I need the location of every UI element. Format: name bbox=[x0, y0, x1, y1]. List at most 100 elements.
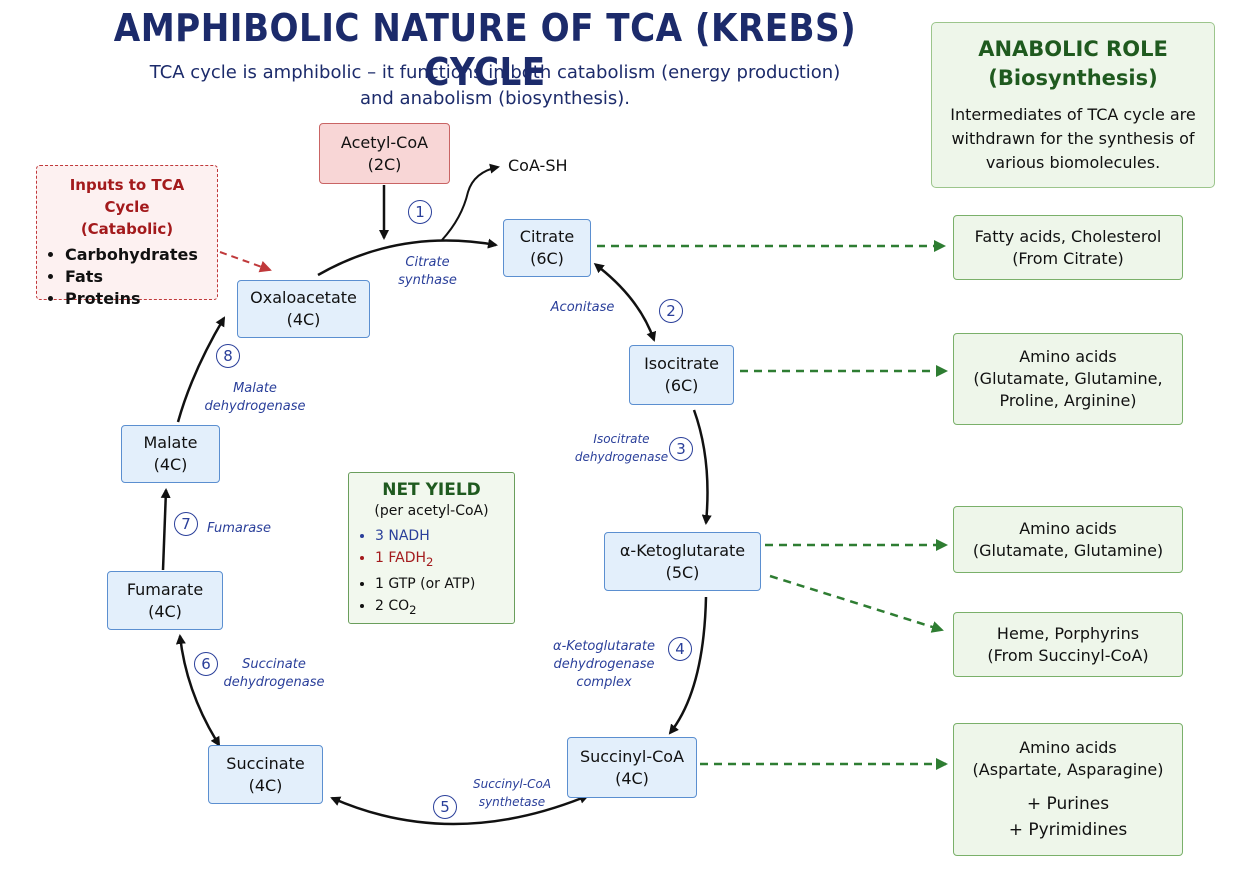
malate-name: Malate bbox=[143, 433, 198, 452]
enzyme-citrate-synthase: Citrate synthase bbox=[385, 254, 470, 290]
product-label-line: Amino acids bbox=[1019, 518, 1117, 538]
product-label-line: + Pyrimidines bbox=[1008, 819, 1128, 840]
coa-sh-label: CoA-SH bbox=[508, 156, 568, 175]
succinyl-coa-name: Succinyl-CoA bbox=[579, 746, 685, 766]
succinyl-coa-box: Succinyl-CoA (4C) bbox=[567, 737, 697, 798]
enzyme-label-line: Isocitrate bbox=[593, 432, 650, 446]
akg-to-heme-arrow bbox=[769, 574, 944, 633]
isocitrate-box: Isocitrate (6C) bbox=[629, 345, 734, 405]
net-yield-box: NET YIELD (per acetyl-CoA) 3 NADH 1 FADH… bbox=[348, 472, 515, 624]
succinyl-coa-carbons: (4C) bbox=[615, 768, 649, 788]
akg-box: α-Ketoglutarate (5C) bbox=[604, 532, 761, 591]
product-label-line: Fatty acids, Cholesterol bbox=[974, 226, 1162, 246]
enzyme-label-line: dehydrogenase bbox=[223, 675, 325, 690]
net-yield-co2: 2 CO2 bbox=[375, 595, 504, 621]
acetyl-coa-carbons: (2C) bbox=[367, 154, 402, 174]
fumarate-name: Fumarate bbox=[126, 579, 204, 599]
isocitrate-name: Isocitrate bbox=[644, 354, 719, 373]
co2-subscript: 2 bbox=[409, 602, 417, 617]
oxaloacetate-name: Oxaloacetate bbox=[250, 288, 357, 307]
succinate-fumarate-arrow bbox=[175, 634, 221, 747]
anabolic-text-line-1: Intermediates of TCA cycle are bbox=[950, 105, 1196, 124]
fumarate-box: Fumarate (4C) bbox=[107, 571, 223, 630]
product-label-line: + Purines bbox=[1026, 793, 1110, 814]
fumarate-carbons: (4C) bbox=[148, 601, 182, 621]
inputs-title: Inputs to TCA Cycle (Catabolic) bbox=[47, 174, 207, 240]
enzyme-isocitrate-dehydrogenase: Isocitrate dehydrogenase bbox=[569, 430, 674, 466]
acetyl-coa-box: Acetyl-CoA (2C) bbox=[319, 123, 450, 184]
anabolic-text-line-2: withdrawn for the synthesis of bbox=[951, 129, 1195, 148]
akg-carbons: (5C) bbox=[665, 562, 700, 582]
net-yield-gtp: 1 GTP (or ATP) bbox=[375, 573, 504, 595]
net-yield-fadh2: 1 FADH2 bbox=[375, 547, 504, 573]
fadh2-subscript: 2 bbox=[426, 554, 434, 569]
product-label-line: Proline, Arginine) bbox=[999, 391, 1137, 410]
inputs-box: Inputs to TCA Cycle (Catabolic) Carbohyd… bbox=[36, 165, 218, 308]
subtitle-line-1: TCA cycle is amphibolic – it functions i… bbox=[149, 62, 841, 83]
citrate-carbons: (6C) bbox=[530, 249, 564, 268]
page-title: AMPHIBOLIC NATURE OF TCA (KREBS) CYCLE bbox=[113, 6, 857, 94]
input-item: Proteins bbox=[65, 288, 207, 310]
akg-to-succinyl-coa-arrow bbox=[668, 596, 708, 735]
citrate-box: Citrate (6C) bbox=[503, 219, 591, 277]
enzyme-label-line: Citrate bbox=[405, 255, 450, 270]
step-8-badge: 8 bbox=[216, 344, 240, 368]
malate-box: Malate (4C) bbox=[121, 425, 220, 483]
enzyme-succinate-dehydrogenase: Succinate dehydrogenase bbox=[220, 656, 328, 692]
enzyme-succinyl-coa-synthetase: Succinyl-CoA synthetase bbox=[462, 775, 562, 811]
product-heme-porphyrins-box: Heme, Porphyrins (From Succinyl-CoA) bbox=[953, 612, 1183, 677]
inputs-title-line-2: (Catabolic) bbox=[80, 220, 174, 238]
enzyme-label-line: dehydrogenase bbox=[553, 657, 655, 672]
subtitle-line-2: and anabolism (biosynthesis). bbox=[359, 88, 631, 109]
akg-name: α-Ketoglutarate bbox=[619, 540, 746, 560]
enzyme-label-line: synthase bbox=[398, 273, 457, 288]
product-label-line: Amino acids bbox=[1019, 347, 1117, 366]
product-amino-acids-aspartate-box: Amino acids (Aspartate, Asparagine) + Pu… bbox=[953, 723, 1183, 856]
succinate-name: Succinate bbox=[226, 753, 305, 773]
oxaloacetate-carbons: (4C) bbox=[286, 310, 321, 329]
succinate-box: Succinate (4C) bbox=[208, 745, 323, 804]
enzyme-akg-dehydrogenase-complex: α-Ketoglutarate dehydrogenase complex bbox=[545, 638, 663, 692]
oxaloacetate-box: Oxaloacetate (4C) bbox=[237, 280, 370, 338]
product-label-line: (From Succinyl-CoA) bbox=[987, 645, 1149, 665]
step-3-badge: 3 bbox=[669, 437, 693, 461]
inputs-title-line-1: Inputs to TCA Cycle bbox=[69, 176, 185, 216]
input-item: Carbohydrates bbox=[65, 244, 207, 266]
step-2-badge: 2 bbox=[659, 299, 683, 323]
citrate-isocitrate-arrow bbox=[593, 263, 657, 342]
enzyme-label-line: Succinate bbox=[242, 657, 306, 672]
nadh-text: 3 NADH bbox=[375, 528, 430, 544]
anabolic-title-line-2: (Biosynthesis) bbox=[988, 66, 1158, 90]
product-label-line: (From Citrate) bbox=[1012, 248, 1124, 268]
enzyme-label-line: dehydrogenase bbox=[574, 450, 669, 464]
enzyme-label-line: Malate bbox=[233, 381, 277, 396]
inputs-to-oxaloacetate-arrow bbox=[219, 251, 272, 273]
anabolic-text-line-3: various biomolecules. bbox=[985, 153, 1161, 172]
step-4-badge: 4 bbox=[668, 637, 692, 661]
malate-to-oxaloacetate-arrow bbox=[176, 316, 226, 423]
anabolic-role-box: ANABOLIC ROLE (Biosynthesis) Intermediat… bbox=[931, 22, 1215, 188]
succinate-carbons: (4C) bbox=[248, 775, 283, 795]
enzyme-label-line: Succinyl-CoA bbox=[472, 777, 552, 791]
step-1-badge: 1 bbox=[408, 200, 432, 224]
product-label-line: Heme, Porphyrins bbox=[996, 623, 1140, 643]
product-amino-acids-glutamate-proline-box: Amino acids (Glutamate, Glutamine, Proli… bbox=[953, 333, 1183, 425]
acetyl-coa-name: Acetyl-CoA bbox=[340, 132, 429, 152]
product-label-line: (Aspartate, Asparagine) bbox=[972, 759, 1164, 779]
net-yield-title: NET YIELD bbox=[382, 480, 481, 500]
enzyme-malate-dehydrogenase: Malate dehydrogenase bbox=[200, 380, 310, 416]
enzyme-label-line: α-Ketoglutarate bbox=[553, 639, 655, 654]
product-fatty-acids-box: Fatty acids, Cholesterol (From Citrate) bbox=[953, 215, 1183, 280]
oxaloacetate-to-citrate-arrow bbox=[317, 238, 498, 277]
step-5-badge: 5 bbox=[433, 795, 457, 819]
product-label-line: (Glutamate, Glutamine) bbox=[972, 540, 1164, 560]
anabolic-role-text: Intermediates of TCA cycle are withdrawn… bbox=[950, 103, 1196, 175]
product-label-line: (Glutamate, Glutamine, bbox=[973, 369, 1163, 388]
product-amino-acids-glutamate-box: Amino acids (Glutamate, Glutamine) bbox=[953, 506, 1183, 573]
input-item: Fats bbox=[65, 266, 207, 288]
coa-sh-release-arrow bbox=[441, 163, 500, 241]
fumarate-to-malate-arrow bbox=[160, 488, 171, 571]
enzyme-label-line: synthetase bbox=[478, 795, 546, 809]
enzyme-label-line: dehydrogenase bbox=[204, 399, 306, 414]
